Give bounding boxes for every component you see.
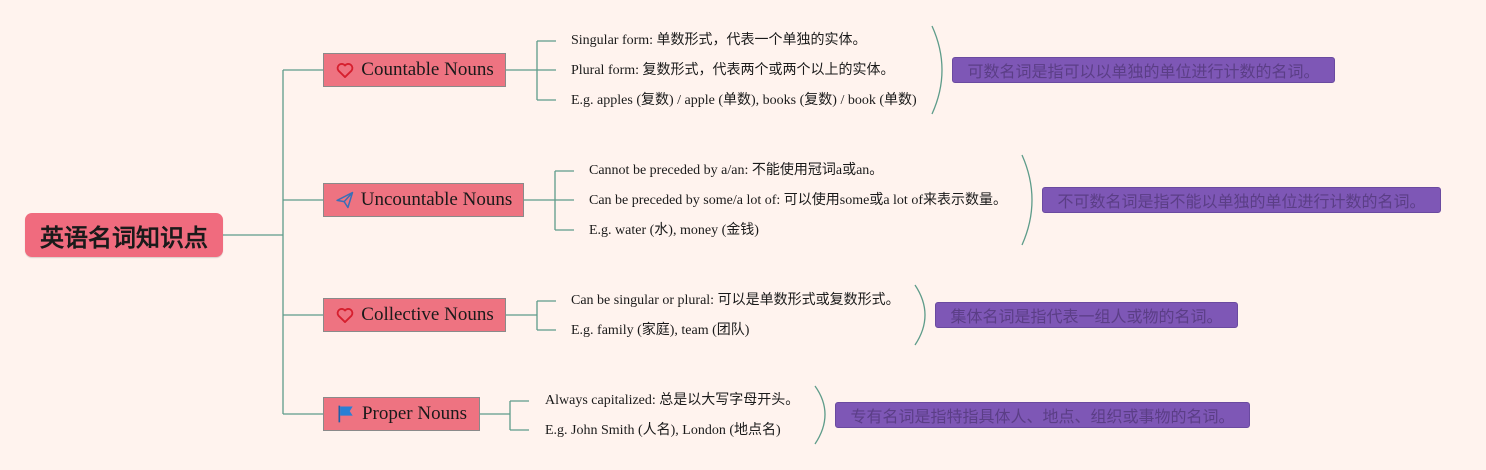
leaf-text: E.g. John Smith (人名), London (地点名)	[545, 423, 781, 438]
summary-uncountable-nouns[interactable]: 不可数名词是指不能以单独的单位进行计数的名词。	[1042, 187, 1441, 213]
summary-bracket-0	[931, 25, 943, 115]
branch-label: Proper Nouns	[361, 403, 468, 424]
summary-bracket-3	[814, 385, 826, 445]
branch-countable-nouns[interactable]: Countable Nouns	[323, 53, 506, 87]
summary-proper-nouns[interactable]: 专有名词是指特指具体人、地点、组织或事物的名词。	[835, 402, 1250, 428]
branch-label: Countable Nouns	[361, 59, 494, 80]
branch-uncountable-nouns[interactable]: Uncountable Nouns	[323, 183, 524, 217]
paper-plane-icon	[335, 190, 355, 210]
leaf-text: E.g. family (家庭), team (团队)	[571, 323, 750, 338]
heart-icon	[335, 305, 355, 325]
summary-collective-nouns[interactable]: 集体名词是指代表一组人或物的名词。	[935, 302, 1238, 328]
root-topic[interactable]: 英语名词知识点	[25, 213, 223, 257]
branch-label: Uncountable Nouns	[360, 189, 513, 210]
leaf-text: Can be preceded by some/a lot of: 可以使用so…	[589, 193, 1007, 208]
summary-bracket-1	[1021, 154, 1033, 246]
leaf-text: E.g. water (水), money (金钱)	[589, 223, 759, 238]
leaf-text: Cannot be preceded by a/an: 不能使用冠词a或an。	[589, 163, 884, 178]
branch-proper-nouns[interactable]: Proper Nouns	[323, 397, 480, 431]
branch-label: Collective Nouns	[361, 304, 494, 325]
summary-countable-nouns[interactable]: 可数名词是指可以以单独的单位进行计数的名词。	[952, 57, 1335, 83]
connector-leaves-3	[480, 400, 529, 431]
branch-collective-nouns[interactable]: Collective Nouns	[323, 298, 506, 332]
connector-leaves-2	[506, 300, 556, 331]
heart-icon	[335, 60, 355, 80]
connector-leaves-0	[506, 40, 556, 101]
leaf-text: Plural form: 复数形式，代表两个或两个以上的实体。	[571, 63, 895, 78]
leaf-text: Singular form: 单数形式，代表一个单独的实体。	[571, 33, 867, 48]
connector-leaves-1	[524, 170, 574, 231]
leaf-text: Can be singular or plural: 可以是单数形式或复数形式。	[571, 293, 900, 308]
summary-bracket-2	[914, 284, 926, 346]
leaf-text: E.g. apples (复数) / apple (单数), books (复数…	[571, 93, 917, 108]
leaf-text: Always capitalized: 总是以大写字母开头。	[545, 393, 800, 408]
flag-icon	[336, 404, 356, 424]
